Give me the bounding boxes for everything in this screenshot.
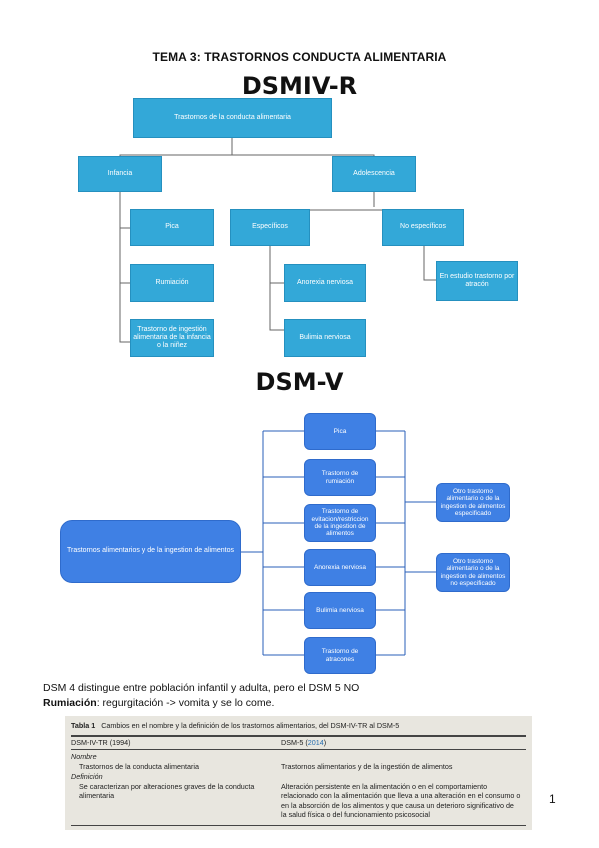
d1-pica-box: Pica bbox=[130, 209, 214, 246]
col1-header: DSM-IV-TR (1994) bbox=[71, 738, 131, 747]
comparison-table: Tabla 1 Cambios en el nombre y la defini… bbox=[65, 716, 532, 830]
diagram1-title: DSMIV-R bbox=[241, 72, 358, 100]
d2-item-label: Trastorno de rumiación bbox=[321, 470, 359, 485]
d2-item-box: Trastorno de evitacion/restriccion de la… bbox=[304, 504, 376, 542]
definicion-label: Definición bbox=[71, 772, 103, 781]
rumiacion-term: Rumiación bbox=[43, 697, 97, 709]
d1-rumiacion-box: Rumiación bbox=[130, 264, 214, 302]
d1-root-label: Trastornos de la conducta alimentaria bbox=[174, 113, 291, 121]
table-rule-top bbox=[71, 735, 526, 737]
d1-no-especificos-label: No específicos bbox=[400, 223, 446, 231]
d1-trastorno-ingestion-box: Trastorno de ingestión alimentaria de la… bbox=[130, 319, 214, 357]
d2-item-label: Anorexia nerviosa bbox=[313, 563, 367, 571]
definicion-old: Se caracterizan por alteraciones graves … bbox=[79, 782, 255, 801]
d1-adolescencia-label: Adolescencia bbox=[353, 169, 395, 177]
d1-bulimia-box: Bulimia nerviosa bbox=[284, 319, 366, 357]
d2-item-box: Pica bbox=[304, 413, 376, 450]
d2-otro-especificado-box: Otro trastorno alimentario o de la inges… bbox=[436, 483, 510, 522]
diagram2-title: DSM-V bbox=[255, 368, 344, 396]
d2-otro-especificado-label: Otro trastorno alimentario o de la inges… bbox=[440, 487, 506, 517]
d2-item-box: Trastorno de rumiación bbox=[304, 459, 376, 496]
d1-rumiacion-label: Rumiación bbox=[155, 278, 189, 286]
note-rumiacion: Rumiación: regurgitación -> vomita y se … bbox=[43, 697, 274, 709]
d1-trastorno-ingestion-label: Trastorno de ingestión alimentaria de la… bbox=[133, 325, 211, 350]
d1-root-box: Trastornos de la conducta alimentaria bbox=[133, 98, 332, 138]
col2-header-prefix: DSM-5 ( bbox=[281, 738, 308, 747]
d1-especificos-label: Específicos bbox=[252, 223, 288, 231]
d1-bulimia-label: Bulimia nerviosa bbox=[299, 333, 351, 341]
d2-item-box: Trastorno de atracones bbox=[304, 637, 376, 674]
definicion-new: Alteración persistente en la alimentació… bbox=[281, 782, 521, 820]
d1-pica-label: Pica bbox=[165, 223, 179, 231]
d2-item-label: Bulimia nerviosa bbox=[316, 606, 364, 614]
d1-en-estudio-label: En estudio trastorno por atracón bbox=[439, 272, 515, 288]
table-caption: Tabla 1 Cambios en el nombre y la defini… bbox=[71, 721, 399, 730]
rumiacion-definition: : regurgitación -> vomita y se lo come. bbox=[96, 697, 275, 709]
table-rule-header bbox=[71, 749, 526, 750]
page-number: 1 bbox=[549, 792, 556, 806]
d1-infancia-label: Infancia bbox=[107, 169, 133, 177]
col2-header-year-link[interactable]: 2014 bbox=[307, 738, 324, 747]
table-label: Tabla 1 bbox=[71, 721, 96, 730]
d2-root-box: Trastornos alimentarios y de la ingestio… bbox=[60, 520, 241, 583]
d2-item-label: Trastorno de evitacion/restriccion de la… bbox=[311, 508, 369, 538]
table-title: Cambios en el nombre y la definición de … bbox=[101, 721, 400, 730]
d2-otro-no-especificado-label: Otro trastorno alimentario o de la inges… bbox=[440, 557, 506, 587]
d2-item-label: Trastorno de atracones bbox=[321, 648, 359, 663]
nombre-old: Trastornos de la conducta alimentaria bbox=[79, 762, 199, 771]
col2-header: DSM-5 (2014) bbox=[281, 738, 326, 747]
d1-infancia-box: Infancia bbox=[78, 156, 162, 192]
d2-item-label: Pica bbox=[333, 427, 347, 435]
d2-item-box: Anorexia nerviosa bbox=[304, 549, 376, 586]
d1-anorexia-label: Anorexia nerviosa bbox=[296, 278, 354, 286]
d1-anorexia-box: Anorexia nerviosa bbox=[284, 264, 366, 302]
d2-root-label: Trastornos alimentarios y de la ingestio… bbox=[66, 547, 235, 555]
col2-header-suffix: ) bbox=[323, 738, 327, 747]
d1-en-estudio-box: En estudio trastorno por atracón bbox=[436, 261, 518, 301]
d2-otro-no-especificado-box: Otro trastorno alimentario o de la inges… bbox=[436, 553, 510, 592]
nombre-label: Nombre bbox=[71, 752, 97, 761]
table-rule-bottom bbox=[71, 825, 526, 826]
note-dsm4-vs-dsm5: DSM 4 distingue entre población infantil… bbox=[43, 682, 360, 694]
nombre-new: Trastornos alimentarios y de la ingestió… bbox=[281, 762, 453, 771]
d1-adolescencia-box: Adolescencia bbox=[332, 156, 416, 192]
d2-item-box: Bulimia nerviosa bbox=[304, 592, 376, 629]
d1-especificos-box: Específicos bbox=[230, 209, 310, 246]
page-heading: TEMA 3: TRASTORNOS CONDUCTA ALIMENTARIA bbox=[152, 50, 447, 64]
d1-no-especificos-box: No específicos bbox=[382, 209, 464, 246]
